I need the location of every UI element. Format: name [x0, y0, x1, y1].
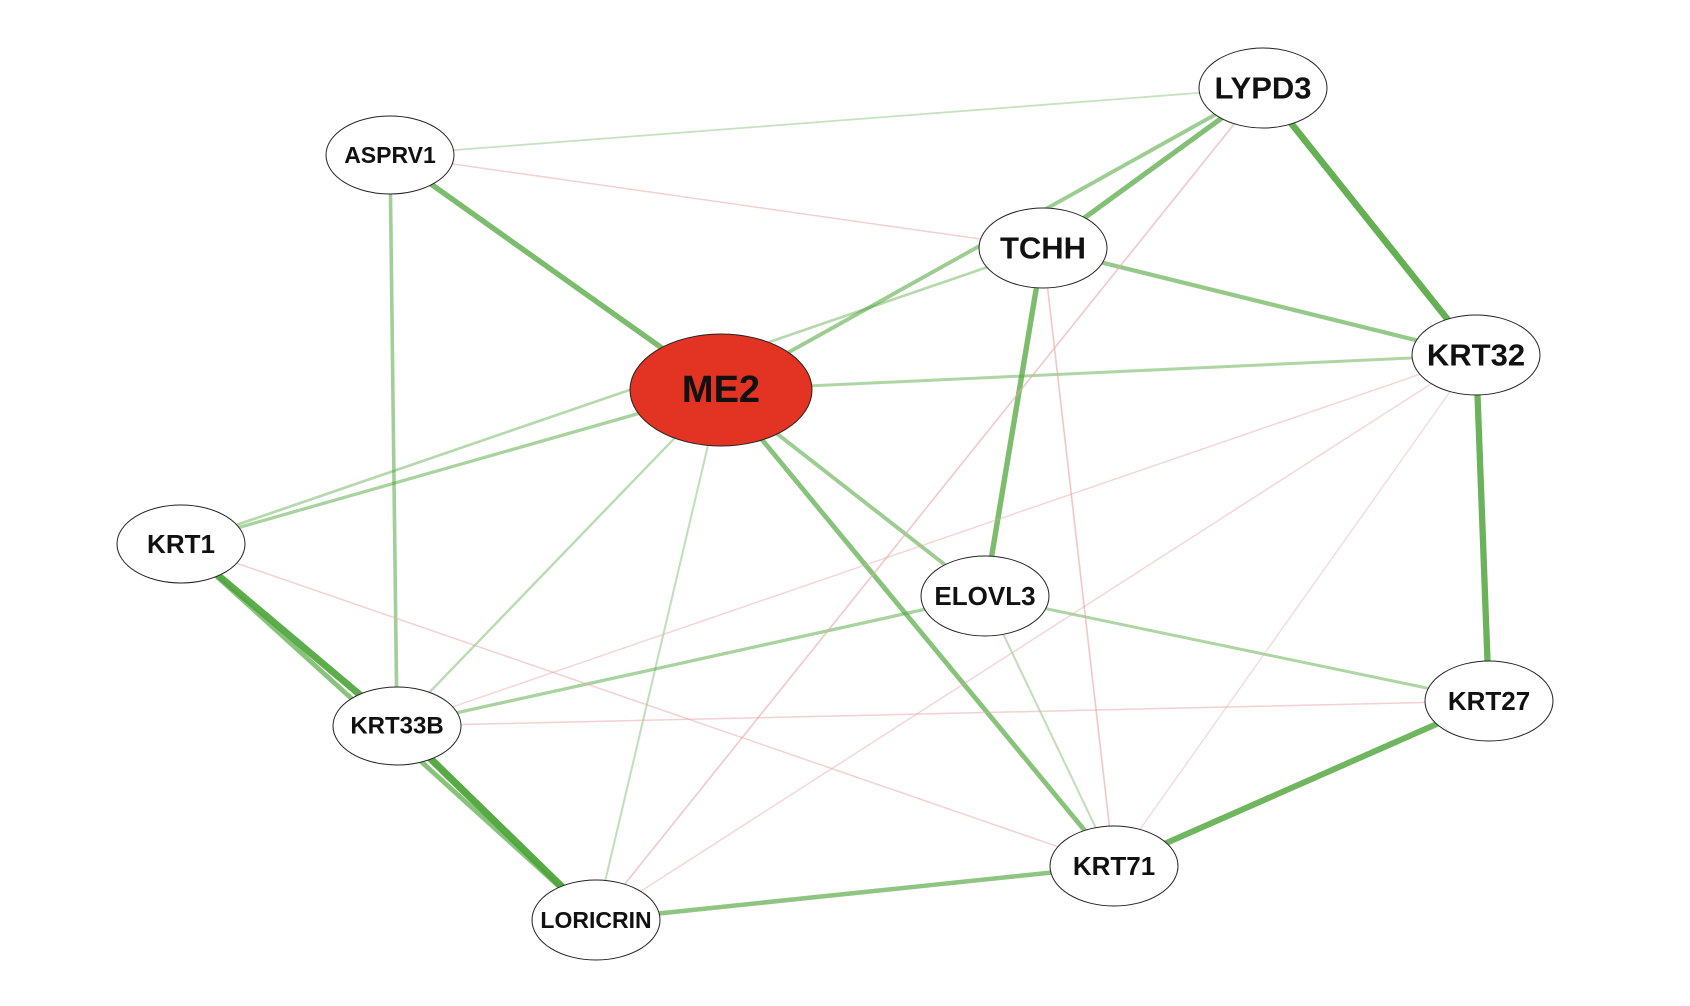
node-krt27[interactable]: KRT27 — [1424, 660, 1554, 742]
edge-krt33b-krt27 — [396, 700, 1490, 727]
node-elovl3[interactable]: ELOVL3 — [920, 555, 1050, 637]
node-label-loricrin: LORICRIN — [540, 907, 651, 933]
node-shape-krt1[interactable] — [116, 504, 246, 584]
edge-krt32-krt71 — [1113, 354, 1477, 867]
node-label-krt27: KRT27 — [1448, 686, 1530, 716]
node-label-krt33b: KRT33B — [350, 713, 443, 740]
edge-me2-krt33b — [395, 388, 723, 728]
node-shape-lypd3[interactable] — [1198, 47, 1328, 129]
node-label-krt32: KRT32 — [1427, 338, 1525, 373]
node-label-lypd3: LYPD3 — [1214, 71, 1311, 106]
node-loricrin[interactable]: LORICRIN — [531, 879, 661, 961]
node-shape-me2[interactable] — [629, 333, 813, 447]
edges-layer — [177, 84, 1493, 924]
node-me2[interactable]: ME2 — [629, 333, 813, 447]
edge-tchh-krt1 — [179, 246, 1045, 546]
edge-me2-krt1 — [179, 388, 723, 546]
node-label-me2: ME2 — [682, 369, 760, 411]
edge-tchh-elovl3 — [982, 245, 1046, 599]
edge-me2-krt32 — [719, 353, 1478, 392]
node-label-tchh: TCHH — [1000, 231, 1086, 266]
edge-loricrin-krt71 — [593, 863, 1117, 923]
node-tchh[interactable]: TCHH — [978, 207, 1108, 289]
edge-me2-loricrin — [594, 388, 723, 922]
node-shape-tchh[interactable] — [978, 207, 1108, 289]
edge-lypd3-loricrin — [595, 87, 1264, 921]
node-shape-krt27[interactable] — [1424, 660, 1554, 742]
edge-krt33b-elovl3 — [395, 594, 987, 728]
node-asprv1[interactable]: ASPRV1 — [325, 115, 455, 195]
edge-krt1-krt71 — [180, 543, 1115, 867]
node-krt1[interactable]: KRT1 — [116, 504, 246, 584]
edge-krt27-krt71 — [1111, 698, 1492, 869]
node-label-krt71: KRT71 — [1073, 851, 1155, 881]
edge-asprv1-krt33b — [388, 153, 399, 728]
node-shape-krt71[interactable] — [1049, 825, 1179, 907]
edge-elovl3-krt27 — [983, 594, 1491, 703]
node-krt33b[interactable]: KRT33B — [332, 686, 462, 766]
node-shape-asprv1[interactable] — [325, 115, 455, 195]
edge-me2-krt71 — [718, 387, 1117, 869]
edge-lypd3-krt32 — [1259, 84, 1480, 359]
node-shape-loricrin[interactable] — [531, 879, 661, 961]
node-label-elovl3: ELOVL3 — [934, 581, 1035, 611]
edge-tchh-krt32 — [1040, 245, 1479, 358]
node-label-asprv1: ASPRV1 — [344, 142, 436, 168]
edge-krt32-krt33b — [396, 354, 1477, 727]
node-krt71[interactable]: KRT71 — [1049, 825, 1179, 907]
edge-elovl3-krt71 — [983, 594, 1116, 868]
edge-krt32-krt27 — [1472, 351, 1493, 705]
node-lypd3[interactable]: LYPD3 — [1198, 47, 1328, 129]
node-shape-elovl3[interactable] — [920, 555, 1050, 637]
node-krt32[interactable]: KRT32 — [1411, 314, 1541, 396]
node-shape-krt33b[interactable] — [332, 686, 462, 766]
edge-tchh-krt71 — [1042, 247, 1115, 867]
node-shape-krt32[interactable] — [1411, 314, 1541, 396]
node-label-krt1: KRT1 — [147, 529, 215, 559]
edge-asprv1-tchh — [389, 154, 1044, 249]
edge-krt32-loricrin — [595, 354, 1477, 921]
edge-asprv1-lypd3 — [389, 87, 1264, 156]
